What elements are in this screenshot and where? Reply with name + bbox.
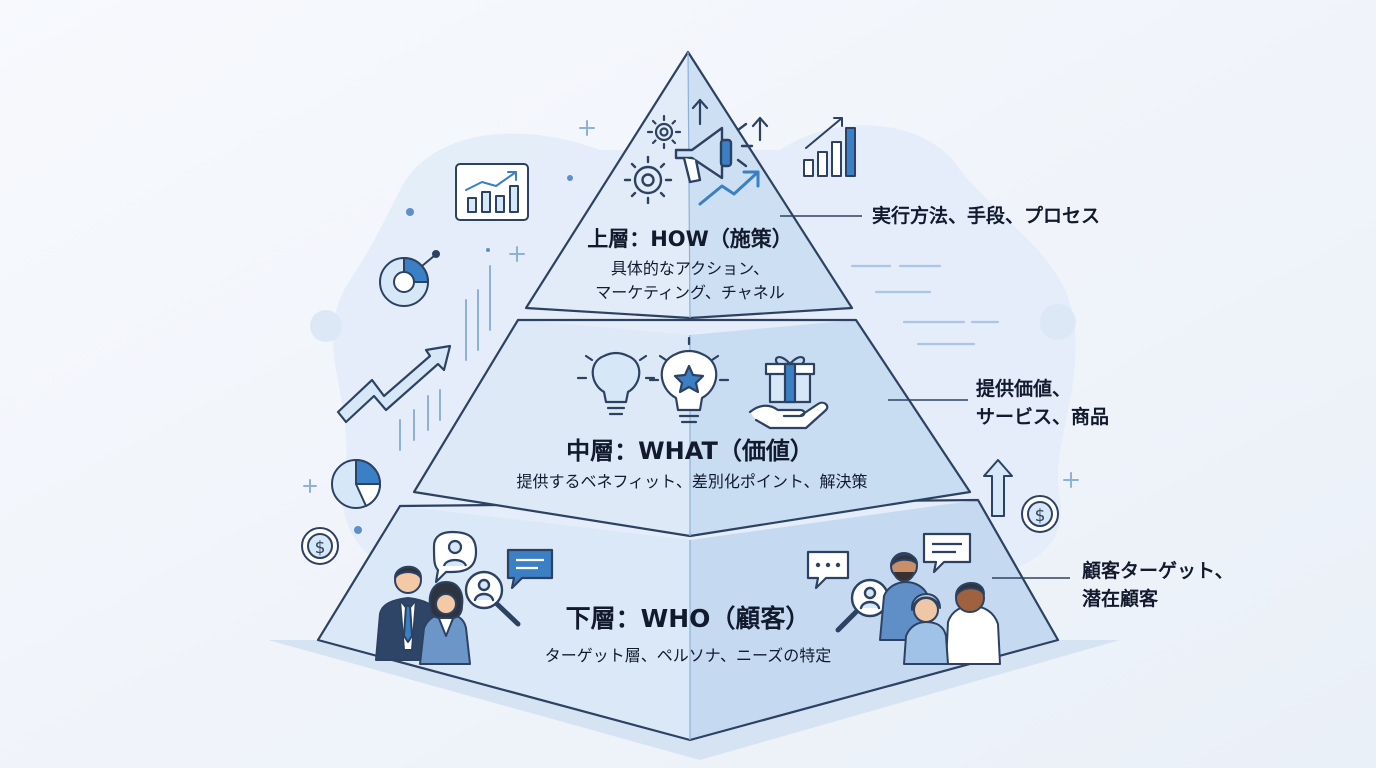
layer-title-top: 上層：HOW（施策） [587, 227, 793, 251]
dollar-coin-icon: $ [301, 527, 339, 565]
pie-chart-icon [331, 459, 382, 509]
up-arrow-icon [751, 116, 769, 142]
bar-chart-icon [399, 265, 491, 451]
up-arrow-icon [983, 459, 1013, 517]
gear-icon [623, 155, 673, 205]
annotation-bottom-line2: 潜在顧客 [1082, 588, 1159, 610]
up-arrow-icon [691, 98, 709, 126]
bar-chart-icon [803, 117, 856, 177]
deco-dots [354, 175, 573, 534]
plus-icon [303, 120, 1079, 493]
bar-chart-card-icon [455, 163, 529, 221]
annotation-bottom-line1: 顧客ターゲット、 [1082, 560, 1234, 582]
chat-bubble-icon [922, 532, 972, 574]
chat-bubble-icon [806, 550, 850, 590]
layer-title-middle: 中層：WHAT（価値） [566, 437, 814, 465]
svg-text:$: $ [315, 538, 326, 558]
layer-subtitle-middle: 提供するベネフィット、差別化ポイント、解決策 [516, 472, 868, 491]
deco-dot [1040, 304, 1076, 340]
gear-icon [646, 114, 682, 150]
annotation-top: 実行方法、手段、プロセス [872, 205, 1101, 227]
deco-dot [310, 310, 342, 342]
svg-text:$: $ [1035, 506, 1046, 526]
gift-hand-icon [748, 356, 829, 430]
layer-subtitle-top-line1: 具体的なアクション、 [610, 259, 770, 278]
chat-bubble-icon [506, 548, 554, 590]
business-people-icon [375, 565, 471, 665]
pyramid-top-layer [524, 50, 854, 320]
lightbulb-icon [576, 351, 656, 416]
layer-subtitle-top-line2: マーケティング、チャネル [595, 283, 785, 302]
dollar-coin-icon: $ [1021, 495, 1059, 533]
customer-group-icon [879, 552, 1001, 665]
magnifier-user-icon [464, 570, 521, 627]
magnifier-user-icon [835, 578, 890, 633]
star-bulb-icon [648, 336, 730, 424]
layer-title-bottom: 下層：WHO（顧客） [565, 604, 811, 633]
donut-chart-icon [379, 250, 440, 307]
dash-lines [850, 264, 1000, 346]
chat-bubble-icon [432, 530, 478, 584]
annotation-middle-line2: サービス、商品 [976, 406, 1110, 428]
annotation-middle-line1: 提供価値、 [976, 378, 1072, 400]
layer-subtitle-bottom: ターゲット層、ペルソナ、ニーズの特定 [544, 646, 832, 665]
growth-arrow-icon [336, 344, 452, 424]
trend-arrow-icon [698, 170, 760, 206]
megaphone-icon [674, 122, 754, 184]
